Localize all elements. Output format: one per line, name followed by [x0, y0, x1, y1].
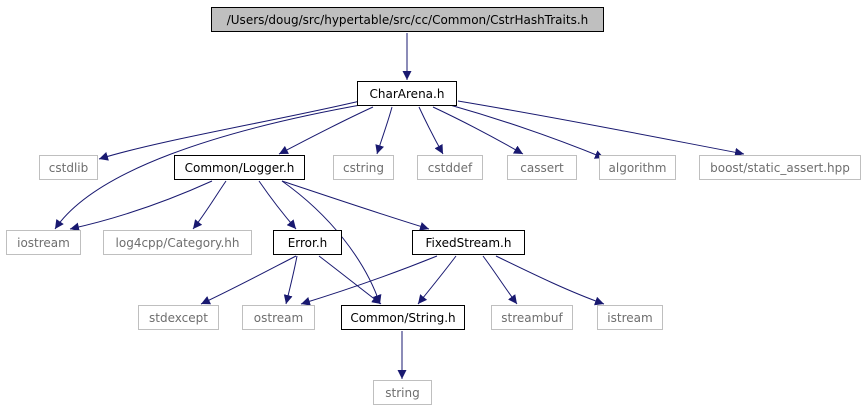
- edge-chararena-to-iostream: [54, 103, 367, 230]
- edge-error-to-stdexcept: [200, 255, 297, 305]
- node-common-logger-h[interactable]: Common/Logger.h: [174, 155, 305, 180]
- node-root-file[interactable]: /Users/doug/src/hypertable/src/cc/Common…: [211, 7, 604, 32]
- node-stdexcept: stdexcept: [138, 305, 219, 330]
- edge-logger-to-common_string: [281, 180, 382, 305]
- edge-error-to-common_string: [318, 255, 382, 305]
- edge-error-to-ostream: [283, 255, 298, 305]
- edge-chararena-to-cstring: [375, 106, 393, 155]
- edge-logger-to-error: [258, 180, 297, 230]
- edge-fixedstream-to-ostream: [300, 255, 438, 306]
- edge-chararena-to-algorithm: [449, 104, 605, 159]
- node-cstddef: cstddef: [417, 155, 483, 180]
- node-chararena-h[interactable]: CharArena.h: [357, 81, 457, 106]
- node-streambuf: streambuf: [491, 305, 573, 330]
- edge-chararena-to-cassert: [432, 106, 524, 155]
- node-iostream: iostream: [6, 230, 81, 255]
- edge-chararena-to-logger: [278, 106, 374, 155]
- node-log4cpp-category: log4cpp/Category.hh: [103, 230, 252, 255]
- edge-chararena-to-static_assert: [457, 100, 745, 157]
- edge-fixedstream-to-istream: [495, 255, 605, 306]
- node-common-string-h[interactable]: Common/String.h: [341, 305, 465, 330]
- node-cstring: cstring: [333, 155, 394, 180]
- node-error-h[interactable]: Error.h: [273, 230, 342, 255]
- edge-logger-to-fixedstream: [281, 180, 430, 231]
- node-fixedstream-h[interactable]: FixedStream.h: [412, 230, 525, 255]
- edge-logger-to-log4cpp: [192, 180, 227, 230]
- node-ostream: ostream: [242, 305, 315, 330]
- edge-logger-to-iostream: [69, 180, 213, 232]
- node-cstdlib: cstdlib: [39, 155, 98, 180]
- edge-fixedstream-to-common_string: [417, 255, 457, 305]
- edge-fixedstream-to-streambuf: [482, 255, 518, 305]
- node-cassert: cassert: [507, 155, 577, 180]
- node-string: string: [373, 380, 432, 405]
- edge-chararena-to-cstdlib: [98, 100, 361, 161]
- node-algorithm: algorithm: [599, 155, 676, 180]
- edge-chararena-to-cstddef: [418, 106, 444, 155]
- node-boost-static-assert: boost/static_assert.hpp: [699, 155, 861, 180]
- node-istream: istream: [597, 305, 663, 330]
